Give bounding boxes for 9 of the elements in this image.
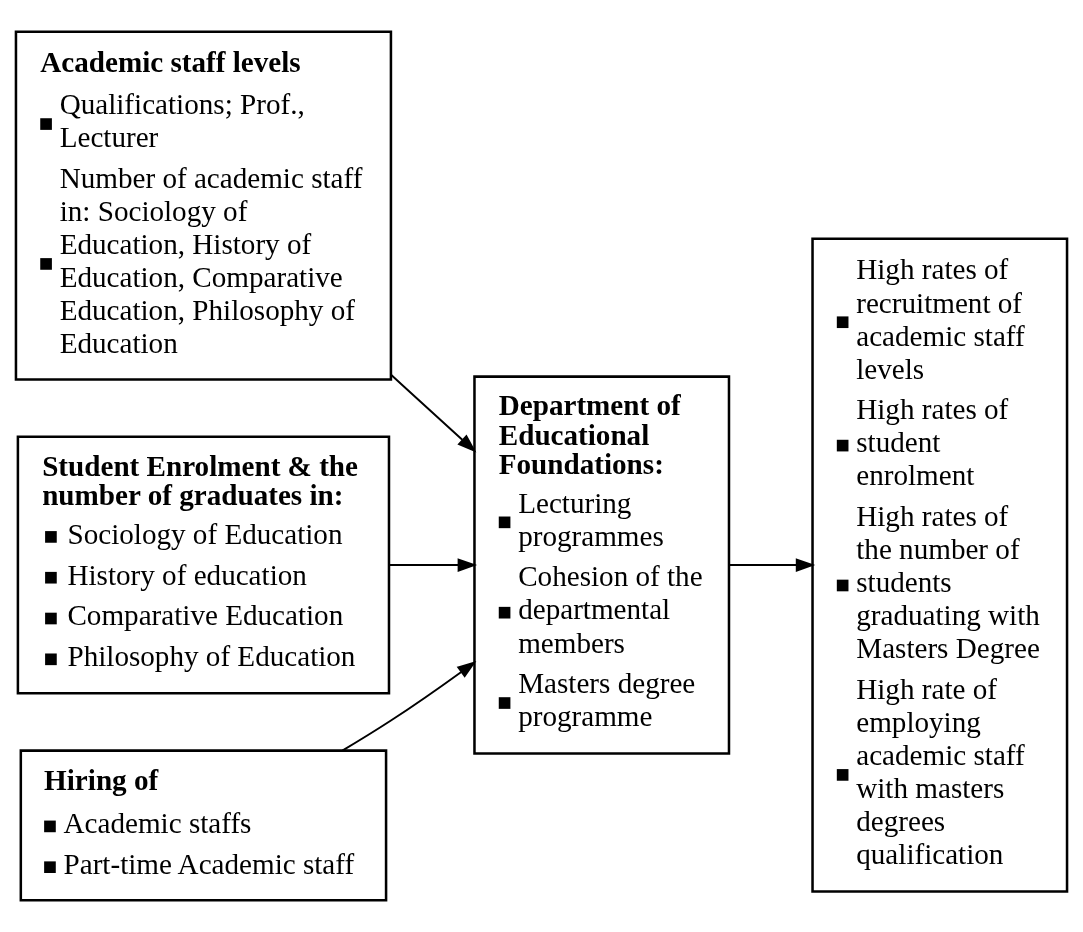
- arrow: [341, 660, 477, 752]
- node-box: High rates of recruitment of academic staff levels High rates of student enrolment High rates of the number of students graduating with Masters Degree High rate of employing academic staff with masters degrees qualification: [811, 237, 1069, 893]
- node-box: Academic staff levels Qualifications; Prof., Lecturer Number of academic staff in: Sociology of Education, History of Education, Comparative Education, Philosophy of Education: [14, 30, 393, 381]
- node-box: Department of Educational Foundations: Lecturing programmes Cohesion of the departmental members Masters degree programme: [473, 375, 731, 755]
- arrow: [388, 558, 478, 572]
- arrow: [728, 558, 816, 572]
- node-box: Student Enrolment & the number of graduates in: Sociology of Education History of education Comparative Education Philosophy of Education: [16, 435, 391, 695]
- node-box: Hiring of Academic staffs Part-time Academic staff: [19, 749, 388, 902]
- arrow: [390, 373, 477, 453]
